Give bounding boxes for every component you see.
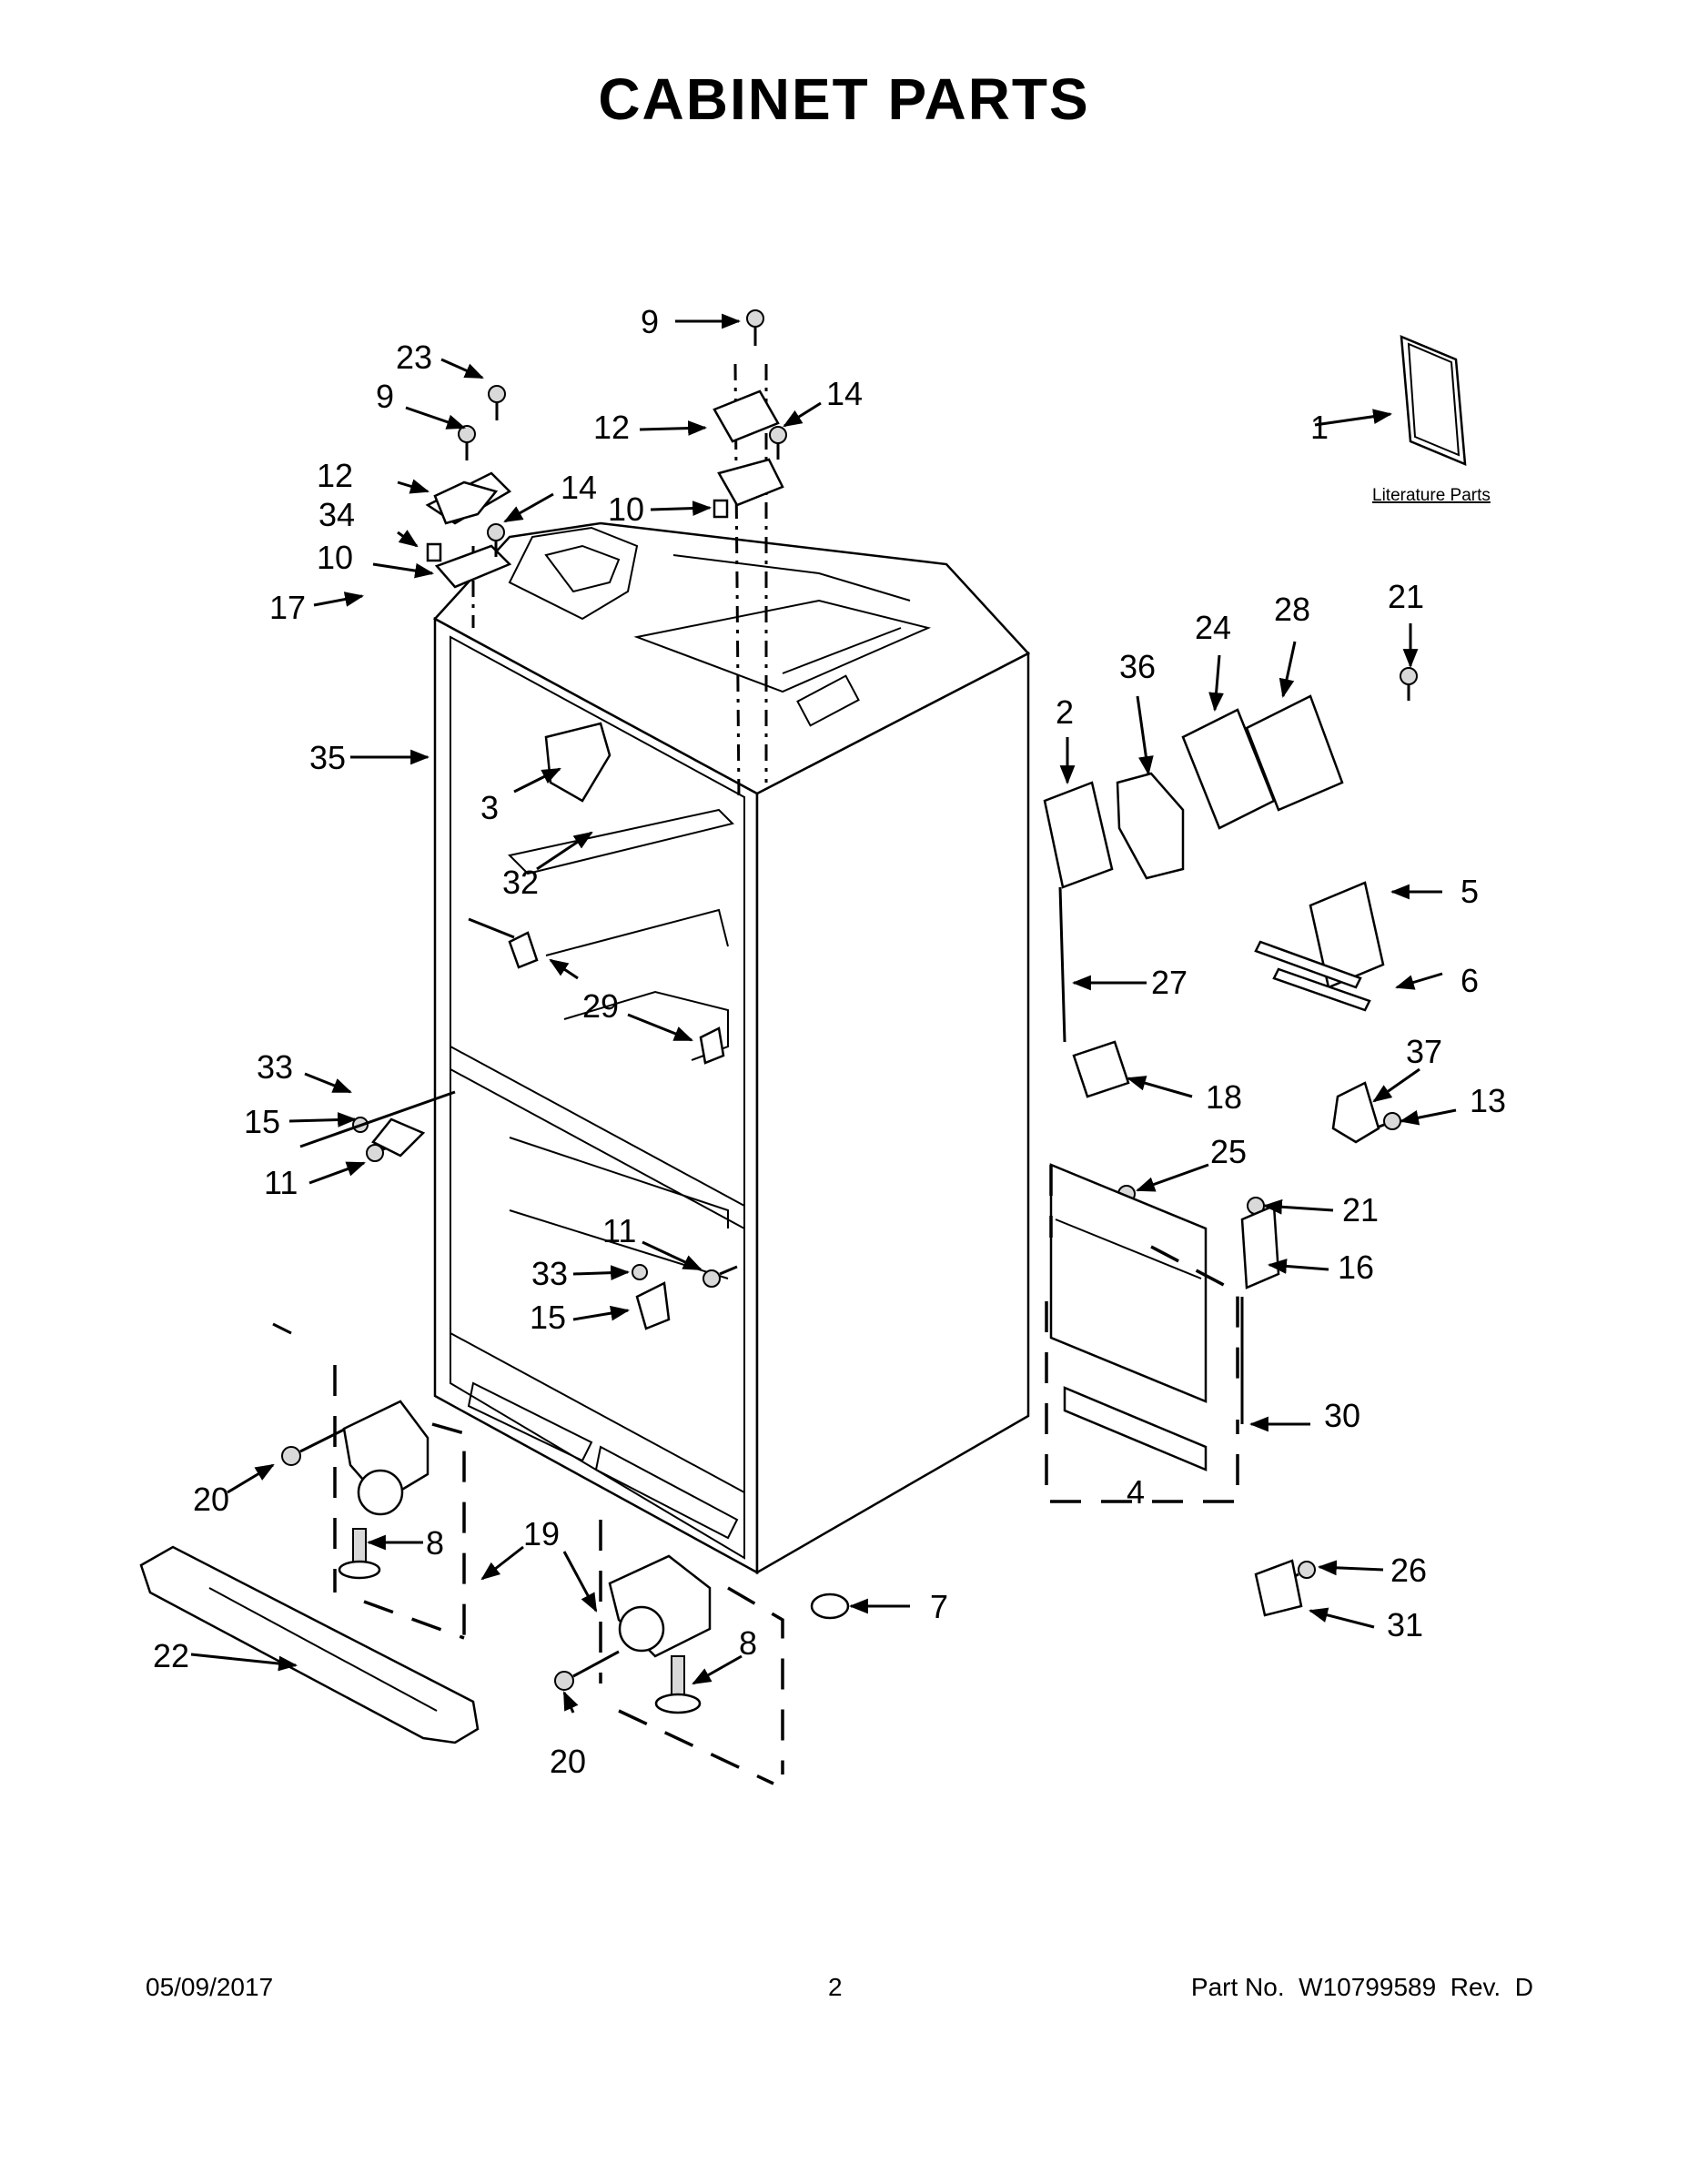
- callout-29: 29: [582, 987, 619, 1025]
- literature-parts-icon: Literature Parts: [1372, 335, 1491, 505]
- callout-20b: 20: [550, 1743, 586, 1780]
- callout-leaders: [190, 313, 1457, 1714]
- callout-9b: 9: [641, 303, 659, 340]
- roller-assembly-left: [333, 1365, 466, 1640]
- washer: [810, 1592, 850, 1620]
- callout-30: 30: [1324, 1397, 1360, 1434]
- callout-31: 31: [1387, 1606, 1423, 1643]
- callout-24: 24: [1195, 609, 1231, 646]
- cover-panel-assembly: [1045, 1163, 1244, 1503]
- callout-23: 23: [396, 339, 432, 376]
- callout-6: 6: [1461, 962, 1479, 999]
- callout-10b: 10: [608, 490, 644, 528]
- callout-3: 3: [480, 789, 499, 826]
- callout-11a: 11: [264, 1164, 298, 1201]
- top-hinge-right: [713, 389, 784, 519]
- callout-27: 27: [1151, 964, 1188, 1001]
- callout-18: 18: [1206, 1078, 1242, 1116]
- callout-21b: 21: [1342, 1191, 1379, 1228]
- refrigerator-cabinet: [433, 363, 1031, 1575]
- callout-8b: 8: [739, 1624, 757, 1662]
- callout-5: 5: [1461, 873, 1479, 910]
- footer-date: 05/09/2017: [146, 1973, 274, 2001]
- callout-33a: 33: [257, 1048, 293, 1086]
- callout-9a: 9: [376, 378, 394, 415]
- callout-20a: 20: [193, 1481, 229, 1518]
- callout-25: 25: [1210, 1133, 1247, 1170]
- small-parts: [299, 722, 725, 1330]
- callout-26: 26: [1390, 1552, 1427, 1589]
- callout-37: 37: [1406, 1033, 1442, 1070]
- callout-15a: 15: [244, 1103, 280, 1140]
- callout-2: 2: [1056, 693, 1074, 731]
- callout-16: 16: [1338, 1249, 1374, 1286]
- callout-32: 32: [502, 864, 539, 901]
- callout-14a: 14: [561, 469, 597, 506]
- literature-parts-label: Literature Parts: [1372, 486, 1491, 505]
- callout-12a: 12: [317, 457, 353, 494]
- top-hinge-left: [425, 471, 512, 589]
- callout-17: 17: [269, 589, 306, 626]
- callout-28: 28: [1274, 591, 1310, 628]
- callout-19: 19: [523, 1515, 560, 1552]
- footer-page-number: 2: [828, 1973, 843, 2001]
- callout-1: 1: [1310, 409, 1329, 446]
- callout-7: 7: [930, 1588, 948, 1625]
- page-title: CABINET PARTS: [598, 66, 1090, 132]
- callout-labels: 1 2 3 4 5 6 7 8 8 9 9 10 10 11 11 12 12 …: [153, 303, 1506, 1780]
- callout-13: 13: [1470, 1082, 1506, 1119]
- callout-33b: 33: [531, 1255, 568, 1292]
- control-board-assembly: [1043, 694, 1385, 1617]
- callout-8a: 8: [426, 1524, 444, 1562]
- base-grille: [139, 1545, 480, 1744]
- callout-35: 35: [309, 739, 346, 776]
- callout-14b: 14: [826, 375, 863, 412]
- footer-part-number: Part No. W10799589 Rev. D: [1190, 1973, 1533, 2001]
- callout-15b: 15: [530, 1299, 566, 1336]
- callout-21a: 21: [1388, 578, 1424, 615]
- callout-11b: 11: [602, 1212, 636, 1249]
- callout-10a: 10: [317, 539, 353, 576]
- callout-34: 34: [318, 496, 355, 533]
- callout-22: 22: [153, 1637, 189, 1674]
- callout-36: 36: [1119, 648, 1156, 685]
- roller-assembly-right: [599, 1520, 784, 1785]
- callout-4: 4: [1127, 1473, 1145, 1511]
- callout-12b: 12: [593, 409, 630, 446]
- screws: [281, 309, 1418, 1691]
